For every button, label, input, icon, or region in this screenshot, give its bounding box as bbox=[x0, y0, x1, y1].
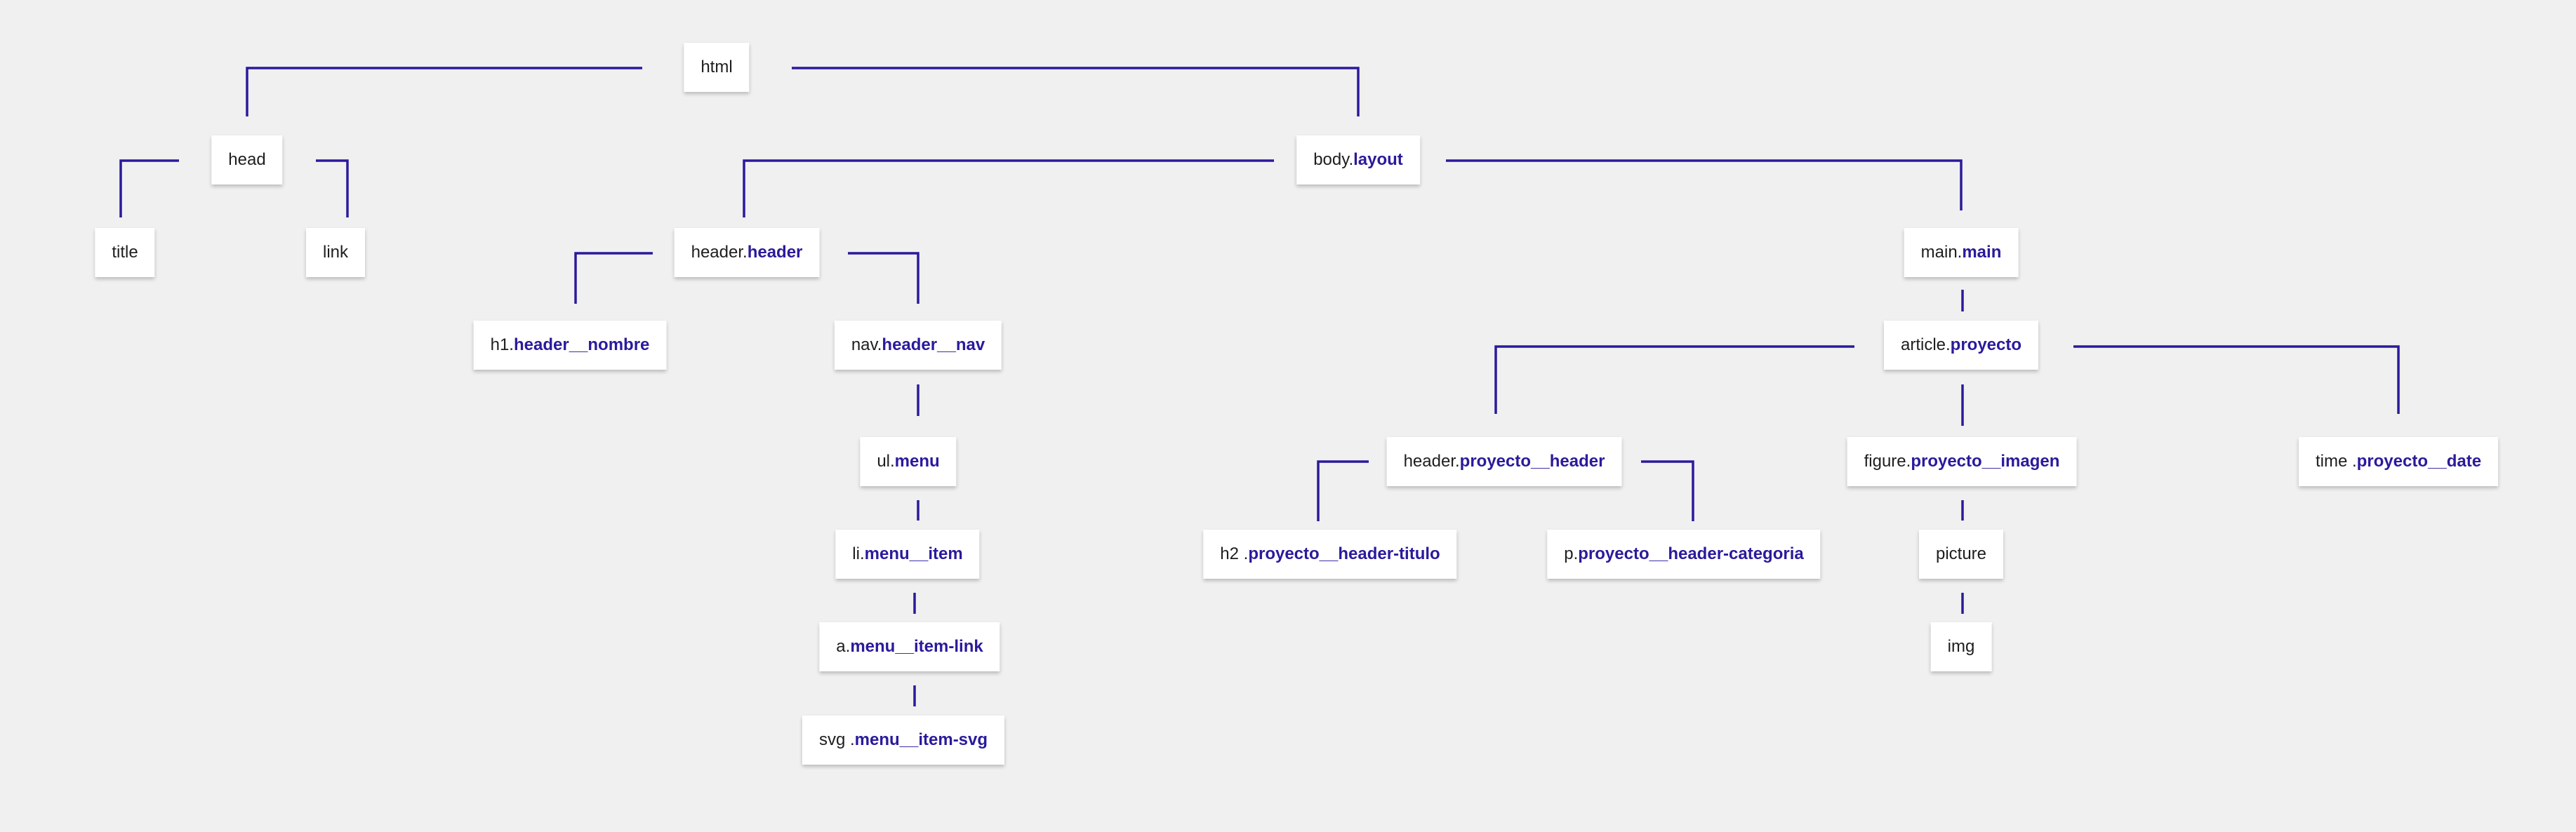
connector-line bbox=[1446, 159, 1963, 210]
connector-line bbox=[119, 159, 179, 217]
node-nav-tag: nav. bbox=[851, 335, 882, 354]
node-time-class: proyecto__date bbox=[2356, 452, 2482, 471]
node-main-class: main bbox=[1962, 243, 2002, 262]
node-body-tag: body. bbox=[1313, 150, 1354, 169]
node-li-tag: li. bbox=[852, 544, 865, 563]
node-html-tag: html bbox=[701, 58, 733, 76]
node-header: header.header bbox=[674, 228, 820, 277]
connector-line bbox=[848, 252, 919, 304]
node-title-tag: title bbox=[112, 243, 138, 262]
node-ul-class: menu bbox=[894, 452, 940, 471]
node-proyecto-header-tag: header. bbox=[1403, 452, 1460, 471]
node-ul-tag: ul. bbox=[877, 452, 895, 471]
node-proyecto-header-class: proyecto__header bbox=[1459, 452, 1605, 471]
node-header-tag: header. bbox=[691, 243, 748, 262]
node-body: body.layout bbox=[1296, 135, 1420, 184]
node-a: a.menu__item-link bbox=[819, 622, 1000, 671]
connector-line bbox=[574, 252, 653, 304]
node-p: p.proyecto__header-categoria bbox=[1547, 530, 1821, 579]
node-nav: nav.header__nav bbox=[834, 321, 1002, 370]
node-li: li.menu__item bbox=[835, 530, 980, 579]
node-head-tag: head bbox=[228, 150, 266, 169]
node-article-class: proyecto bbox=[1950, 335, 2022, 354]
node-ul: ul.menu bbox=[860, 437, 957, 486]
node-body-class: layout bbox=[1353, 150, 1403, 169]
node-figure-class: proyecto__imagen bbox=[1911, 452, 2060, 471]
connector-line bbox=[316, 159, 349, 217]
node-article-tag: article. bbox=[1900, 335, 1951, 354]
connector-line bbox=[1317, 460, 1369, 521]
node-h2-tag: h2 . bbox=[1220, 544, 1249, 563]
node-main: main.main bbox=[1904, 228, 2019, 277]
node-li-class: menu__item bbox=[864, 544, 963, 563]
node-p-tag: p. bbox=[1564, 544, 1579, 563]
node-main-tag: main. bbox=[1920, 243, 1963, 262]
node-link: link bbox=[305, 228, 366, 277]
node-figure: figure.proyecto__imagen bbox=[1847, 437, 2077, 486]
node-a-tag: a. bbox=[836, 637, 851, 656]
connector-line bbox=[1641, 460, 1694, 521]
node-h1-class: header__nombre bbox=[513, 335, 650, 354]
node-picture: picture bbox=[1918, 530, 2004, 579]
node-h1: h1.header__nombre bbox=[473, 321, 667, 370]
node-img-tag: img bbox=[1947, 637, 1975, 656]
connector-line bbox=[743, 159, 1274, 217]
node-figure-tag: figure. bbox=[1864, 452, 1911, 471]
connector-line bbox=[246, 67, 642, 116]
node-link-tag: link bbox=[322, 243, 349, 262]
connector-line bbox=[2073, 345, 2400, 414]
node-article: article.proyecto bbox=[1883, 321, 2039, 370]
node-head: head bbox=[211, 135, 283, 184]
node-a-class: menu__item-link bbox=[850, 637, 983, 656]
node-proyecto-header: header.proyecto__header bbox=[1386, 437, 1622, 486]
node-h2: h2 .proyecto__header-titulo bbox=[1203, 530, 1457, 579]
connector-line bbox=[1494, 345, 1854, 414]
node-time-tag: time . bbox=[2315, 452, 2357, 471]
node-svg-class: menu__item-svg bbox=[854, 730, 988, 749]
node-p-class: proyecto__header-categoria bbox=[1578, 544, 1804, 563]
connector-line bbox=[792, 67, 1360, 116]
node-h1-tag: h1. bbox=[490, 335, 514, 354]
node-nav-class: header__nav bbox=[882, 335, 985, 354]
node-h2-class: proyecto__header-titulo bbox=[1248, 544, 1440, 563]
node-html: html bbox=[684, 43, 750, 92]
node-header-class: header bbox=[747, 243, 803, 262]
node-title: title bbox=[95, 228, 155, 277]
node-svg: svg .menu__item-svg bbox=[802, 716, 1005, 765]
node-time: time .proyecto__date bbox=[2298, 437, 2499, 486]
node-img: img bbox=[1930, 622, 1992, 671]
node-picture-tag: picture bbox=[1935, 544, 1987, 563]
node-svg-tag: svg . bbox=[818, 730, 855, 749]
